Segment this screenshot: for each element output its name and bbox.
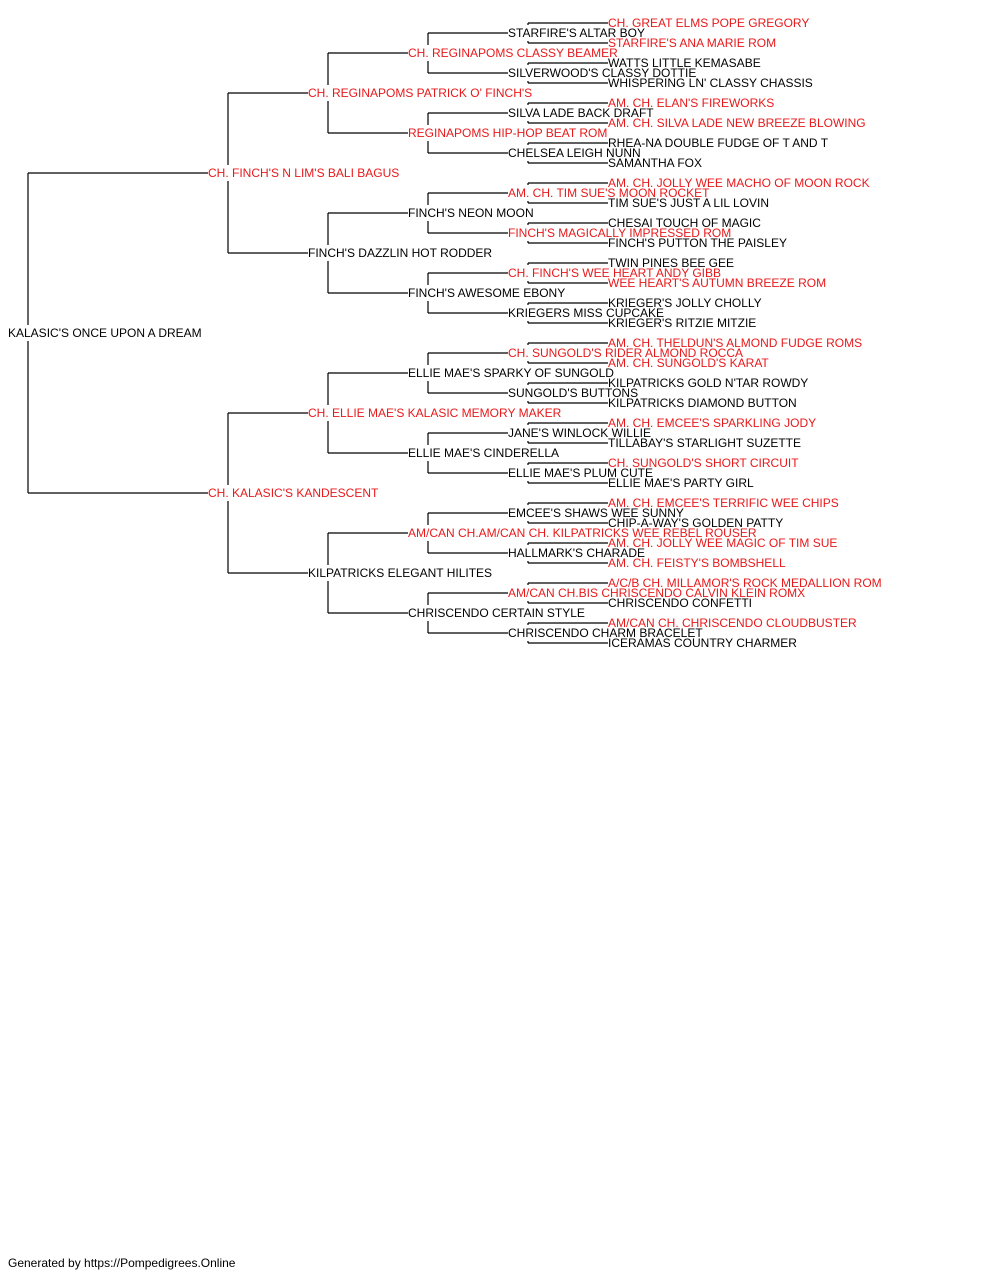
ancestor-name: ELLIE MAE'S PLUM CUTE xyxy=(508,466,653,480)
ancestor-name: WEE HEART'S AUTUMN BREEZE ROM xyxy=(608,276,826,290)
ancestor-name: AM. CH. ELAN'S FIREWORKS xyxy=(608,96,774,110)
ancestor-name: AM/CAN CH.AM/CAN CH. KILPATRICKS WEE REB… xyxy=(408,526,757,540)
ancestor-name: CH. GREAT ELMS POPE GREGORY xyxy=(608,16,809,30)
ancestor-name: STARFIRE'S ANA MARIE ROM xyxy=(608,36,776,50)
ancestor-name: FINCH'S DAZZLIN HOT RODDER xyxy=(308,246,492,260)
ancestor-name: KILPATRICKS ELEGANT HILITES xyxy=(308,566,492,580)
ancestor-name: AM. CH. SILVA LADE NEW BREEZE BLOWING xyxy=(608,116,866,130)
ancestor-name: AM. CH. FEISTY'S BOMBSHELL xyxy=(608,556,786,570)
ancestor-name: FINCH'S NEON MOON xyxy=(408,206,534,220)
subject-dog-name: KALASIC'S ONCE UPON A DREAM xyxy=(8,326,202,340)
ancestor-name: CHRISCENDO CERTAIN STYLE xyxy=(408,606,585,620)
ancestor-name: AM. CH. TIM SUE'S MOON ROCKET xyxy=(508,186,710,200)
ancestor-name: CHRISCENDO CHARM BRACELET xyxy=(508,626,703,640)
ancestor-name: REGINAPOMS HIP-HOP BEAT ROM xyxy=(408,126,607,140)
ancestor-name: KILPATRICKS GOLD N'TAR ROWDY xyxy=(608,376,808,390)
ancestor-name: CH. ELLIE MAE'S KALASIC MEMORY MAKER xyxy=(308,406,562,420)
ancestor-name: AM/CAN CH.BIS CHRISCENDO CALVIN KLEIN RO… xyxy=(508,586,805,600)
ancestor-name: KRIEGERS MISS CUPCAKE xyxy=(508,306,664,320)
ancestor-name: ELLIE MAE'S SPARKY OF SUNGOLD xyxy=(408,366,614,380)
ancestor-name: CH. REGINAPOMS PATRICK O' FINCH'S xyxy=(308,86,532,100)
ancestor-name: TWIN PINES BEE GEE xyxy=(608,256,734,270)
ancestor-name: CH. KALASIC'S KANDESCENT xyxy=(208,486,379,500)
ancestor-name: KILPATRICKS DIAMOND BUTTON xyxy=(608,396,797,410)
ancestor-name: JANE'S WINLOCK WILLIE xyxy=(508,426,651,440)
ancestor-name: AM. CH. EMCEE'S SPARKLING JODY xyxy=(608,416,816,430)
ancestor-name: A/C/B CH. MILLAMOR'S ROCK MEDALLION ROM xyxy=(608,576,882,590)
ancestor-name: CH. SUNGOLD'S RIDER ALMOND ROCCA xyxy=(508,346,743,360)
ancestor-name: TIM SUE'S JUST A LIL LOVIN xyxy=(608,196,769,210)
ancestor-name: KRIEGER'S RITZIE MITZIE xyxy=(608,316,756,330)
ancestor-name: CHRISCENDO CONFETTI xyxy=(608,596,752,610)
ancestor-name: CH. REGINAPOMS CLASSY BEAMER xyxy=(408,46,618,60)
ancestor-name: AM. CH. JOLLY WEE MACHO OF MOON ROCK xyxy=(608,176,870,190)
ancestor-name: STARFIRE'S ALTAR BOY xyxy=(508,26,645,40)
ancestor-name: AM. CH. JOLLY WEE MAGIC OF TIM SUE xyxy=(608,536,837,550)
ancestor-name: SILVERWOOD'S CLASSY DOTTIE xyxy=(508,66,696,80)
pedigree-tree: KALASIC'S ONCE UPON A DREAM CH. FINCH'S N… xyxy=(8,16,882,650)
ancestor-name: CH. FINCH'S N LIM'S BALI BAGUS xyxy=(208,166,399,180)
ancestor-name: CH. SUNGOLD'S SHORT CIRCUIT xyxy=(608,456,799,470)
ancestor-name: ICERAMAS COUNTRY CHARMER xyxy=(608,636,797,650)
ancestor-name: SUNGOLD'S BUTTONS xyxy=(508,386,638,400)
ancestor-name: ELLIE MAE'S CINDERELLA xyxy=(408,446,559,460)
ancestor-name: FINCH'S MAGICALLY IMPRESSED ROM xyxy=(508,226,731,240)
footer-credit: Generated by https://Pompedigrees.Online xyxy=(8,1256,236,1270)
ancestor-name: AM. CH. THELDUN'S ALMOND FUDGE ROMS xyxy=(608,336,862,350)
ancestor-name: CHIP-A-WAY'S GOLDEN PATTY xyxy=(608,516,783,530)
ancestor-name: SILVA LADE BACK DRAFT xyxy=(508,106,654,120)
ancestor-name: CHESAI TOUCH OF MAGIC xyxy=(608,216,761,230)
ancestor-name: EMCEE'S SHAWS WEE SUNNY xyxy=(508,506,684,520)
ancestor-name: FINCH'S AWESOME EBONY xyxy=(408,286,565,300)
ancestor-name: WHISPERING LN' CLASSY CHASSIS xyxy=(608,76,813,90)
ancestor-name: ELLIE MAE'S PARTY GIRL xyxy=(608,476,754,490)
ancestor-name: AM. CH. SUNGOLD'S KARAT xyxy=(608,356,769,370)
ancestor-name: SAMANTHA FOX xyxy=(608,156,702,170)
ancestor-name: KRIEGER'S JOLLY CHOLLY xyxy=(608,296,762,310)
ancestor-name: AM/CAN CH. CHRISCENDO CLOUDBUSTER xyxy=(608,616,857,630)
ancestor-name: CH. FINCH'S WEE HEART ANDY GIBB xyxy=(508,266,721,280)
ancestor-name: HALLMARK'S CHARADE xyxy=(508,546,645,560)
ancestor-name: WATTS LITTLE KEMASABE xyxy=(608,56,761,70)
ancestor-name: TILLABAY'S STARLIGHT SUZETTE xyxy=(608,436,801,450)
ancestor-name: RHEA-NA DOUBLE FUDGE OF T AND T xyxy=(608,136,829,150)
ancestor-name: AM. CH. EMCEE'S TERRIFIC WEE CHIPS xyxy=(608,496,839,510)
ancestor-name: FINCH'S PUTTON THE PAISLEY xyxy=(608,236,787,250)
ancestor-name: CHELSEA LEIGH NUNN xyxy=(508,146,641,160)
